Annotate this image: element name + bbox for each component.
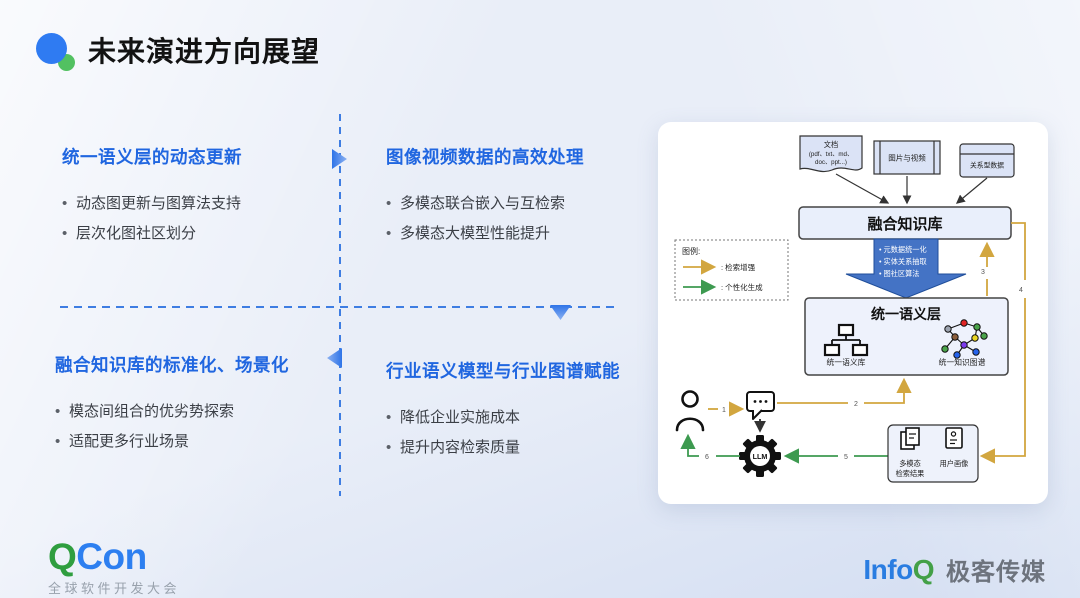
quadrant-title: 统一语义层的动态更新 (62, 147, 242, 167)
qcon-wordmark: QCon (48, 538, 180, 576)
user-icon (675, 390, 705, 432)
knowledge-graph-label: 统一知识图谱 (939, 357, 986, 367)
results-label: 检索结果 (896, 469, 925, 478)
chat-bubble-icon (746, 391, 775, 420)
architecture-diagram: 文档 (pdf、txt、md、 doc、ppt...) 图片与视频 关系型数据 … (674, 135, 1026, 483)
legend-box: 图例: : 检索增强 : 个性化生成 (674, 239, 789, 301)
qcon-q-letter: Q (48, 536, 77, 577)
llm-gear-icon: LLM (739, 435, 781, 477)
qcon-logo: QCon 全球软件开发大会 (48, 538, 180, 597)
quadrant-bullet: 降低企业实施成本 (386, 403, 671, 433)
quadrant-bullet: 模态间组合的优劣势探索 (55, 397, 340, 427)
document-shape-icon (799, 135, 863, 173)
relational-label: 关系型数据 (970, 161, 1004, 170)
step4-label: 4 (1019, 287, 1023, 294)
step4-line (1011, 222, 1026, 280)
process-bullet: • 元数据统一化 (879, 245, 927, 254)
architecture-diagram-panel: 文档 (pdf、txt、md、 doc、ppt...) 图片与视频 关系型数据 … (658, 122, 1048, 504)
step5-label: 5 (844, 454, 848, 461)
quadrant-bullet: 动态图更新与图算法支持 (62, 189, 347, 219)
source-relational-node: 关系型数据 (959, 143, 1015, 178)
quadrant-bullet: 多模态联合嵌入与互检索 (386, 189, 671, 219)
llm-label: LLM (753, 452, 768, 461)
qcon-subtitle: 全球软件开发大会 (48, 581, 181, 596)
legend-personalized-label: : 个性化生成 (721, 282, 763, 292)
step2-arrow (864, 377, 912, 404)
slide-header: 未来演进方向展望 (36, 30, 321, 71)
quadrant-bullet: 多模态大模型性能提升 (386, 219, 671, 249)
quadrant-industry-model: 行业语义模型与行业图谱赋能 降低企业实施成本 提升内容检索质量 (386, 358, 671, 463)
doc-label: (pdf、txt、md、 (809, 151, 853, 158)
quadrant-standardization: 融合知识库的标准化、场景化 模态间组合的优劣势探索 适配更多行业场景 (55, 352, 340, 457)
quadrant-bullet: 提升内容检索质量 (386, 433, 671, 463)
quadrant-title: 行业语义模型与行业图谱赋能 (386, 361, 620, 381)
doc-to-fusion-arrow (835, 173, 890, 204)
process-arrow: • 元数据统一化 • 实体关系抽取 • 图社区算法 (845, 238, 967, 299)
relational-shape-icon (959, 143, 1015, 178)
quadrant-dynamic-update: 统一语义层的动态更新 动态图更新与图算法支持 层次化图社区划分 (62, 144, 347, 249)
fusion-kb-node: 融合知识库 (798, 206, 1012, 240)
fusion-kb-label: 融合知识库 (867, 215, 942, 233)
infoq-logo: Info Q 极客传媒 (863, 552, 1046, 587)
media-label: 图片与视频 (888, 153, 926, 163)
blue-dot-icon (36, 33, 67, 64)
process-bullet: • 实体关系抽取 (879, 257, 927, 266)
results-box-node: 多模态 检索结果 用户画像 (887, 424, 979, 483)
infoq-q-letter: Q (912, 553, 935, 585)
documents-icon (900, 427, 920, 450)
semantic-layer-title: 统一语义层 (871, 306, 941, 322)
legend-retrieval-label: : 检索增强 (721, 262, 756, 272)
semantic-lib-label: 统一语义库 (827, 357, 866, 367)
infoq-info-letters: Info (863, 553, 913, 585)
quadrant-image-video: 图像视频数据的高效处理 多模态联合嵌入与互检索 多模态大模型性能提升 (386, 144, 671, 249)
step1-label: 1 (722, 407, 726, 414)
process-bullet: • 图社区算法 (879, 269, 919, 278)
qcon-con-letters: Con (76, 536, 147, 577)
bullet-dots-icon (36, 30, 82, 71)
horizontal-dashed-divider (60, 306, 618, 308)
legend-title: 图例: (682, 246, 700, 256)
thick-down-arrow-icon (845, 238, 967, 299)
semantic-layer-node: 统一语义层 统一语义库 (804, 297, 1009, 376)
doc-label: doc、ppt...) (815, 159, 847, 166)
quadrant-bullet: 适配更多行业场景 (55, 427, 340, 457)
media-brand-name: 极客传媒 (946, 559, 1046, 586)
quadrant-title: 图像视频数据的高效处理 (386, 147, 584, 167)
org-chart-icon (823, 323, 869, 357)
profile-label: 用户画像 (940, 459, 969, 468)
step6-label: 6 (705, 454, 709, 461)
relational-to-fusion-arrow (955, 177, 988, 204)
results-label: 多模态 (899, 459, 921, 468)
profile-card-icon (945, 427, 963, 449)
source-documents-node: 文档 (pdf、txt、md、 doc、ppt...) (799, 135, 863, 173)
vertical-dashed-divider (339, 114, 341, 496)
source-media-node: 图片与视频 (873, 140, 941, 175)
step4-arrow (979, 298, 1026, 464)
media-shape-icon (873, 140, 941, 175)
step2-label: 2 (854, 401, 858, 408)
doc-label: 文档 (824, 140, 838, 149)
quadrant-bullet: 层次化图社区划分 (62, 219, 347, 249)
quadrant-title: 融合知识库的标准化、场景化 (55, 355, 289, 375)
knowledge-graph-icon (941, 319, 988, 359)
page-title: 未来演进方向展望 (88, 36, 321, 67)
step3-label: 3 (981, 269, 985, 276)
step6-arrow (680, 433, 699, 457)
